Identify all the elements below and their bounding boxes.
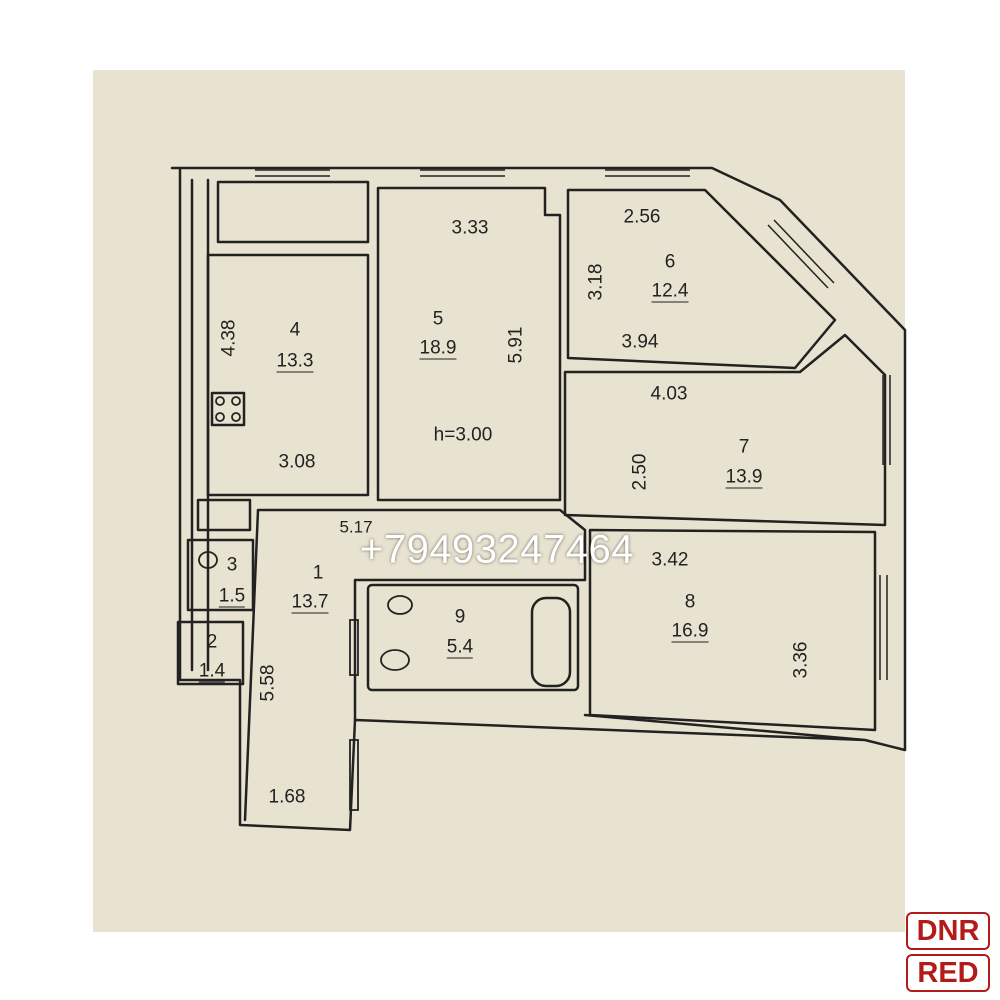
window: [605, 169, 690, 177]
dimension-label: 4.03: [650, 383, 688, 405]
dimension-label: 5.91: [505, 326, 527, 364]
window: [879, 575, 888, 680]
logo-line-2: RED: [906, 954, 990, 992]
dnr-red-logo: DNR RED: [906, 912, 990, 992]
room-6-number: 6: [664, 251, 676, 273]
room-8-outline: [588, 528, 877, 732]
ceiling-height-label: h=3.00: [433, 424, 493, 446]
stove-icon: [210, 391, 246, 427]
room-3-area: 1.5: [218, 585, 246, 608]
stove-burner-icon: [215, 396, 225, 406]
room-7-outline: [563, 333, 887, 527]
balcony-outline: [216, 180, 370, 244]
room-9-area: 5.4: [446, 636, 474, 659]
bathtub-icon: [530, 596, 572, 688]
room-8-area: 16.9: [671, 620, 709, 643]
window: [767, 219, 835, 289]
inner-wall-line: [190, 178, 210, 672]
room-4-area: 13.3: [276, 350, 314, 373]
room-3-outline: [186, 538, 255, 612]
room-7-number: 7: [738, 436, 750, 458]
room-9-number: 9: [454, 606, 466, 628]
dimension-label: 3.36: [790, 641, 812, 679]
logo-line-1: DNR: [906, 912, 990, 950]
toilet-icon: [198, 551, 218, 569]
room-2-area: 1.4: [198, 660, 226, 683]
room-4-outline: [206, 253, 370, 497]
dimension-label: 3.18: [585, 263, 607, 301]
stove-burner-icon: [231, 396, 241, 406]
radiator-icon: [349, 619, 359, 676]
dimension-label: 2.56: [623, 206, 661, 228]
room-1-outline: [243, 508, 587, 822]
room-6-outline: [566, 188, 837, 370]
window: [882, 375, 891, 465]
room-5-outline: [376, 186, 562, 502]
radiator-icon: [349, 739, 359, 811]
room-8-number: 8: [684, 591, 696, 613]
window: [255, 169, 330, 177]
room-5-number: 5: [432, 308, 444, 330]
stove-burner-icon: [231, 412, 241, 422]
room-6-area: 12.4: [651, 280, 689, 303]
room-1-area: 13.7: [291, 591, 329, 614]
room-2-number: 2: [206, 631, 218, 653]
window: [420, 169, 505, 177]
room-2-outline: [176, 620, 245, 686]
room-3-number: 3: [226, 554, 238, 576]
room-4-number: 4: [289, 319, 301, 341]
dimension-label: 3.08: [278, 451, 316, 473]
outer-wall: [170, 166, 907, 832]
dimension-label: 2.50: [629, 453, 651, 491]
cabinet-icon: [196, 498, 252, 532]
dimension-label: 5.58: [257, 664, 279, 702]
stove-burner-icon: [215, 412, 225, 422]
room-9-outline: [366, 583, 580, 692]
dimension-label: 4.38: [218, 319, 240, 357]
phone-watermark: +79493247464: [359, 527, 635, 572]
dimension-label: 3.33: [451, 217, 489, 239]
dimension-label: 5.17: [339, 517, 373, 537]
toilet-icon: [387, 595, 413, 615]
dimension-label: 3.42: [651, 549, 689, 571]
room-1-number: 1: [312, 562, 324, 584]
dimension-label: 1.68: [268, 786, 306, 808]
room-7-area: 13.9: [725, 466, 763, 489]
room-5-area: 18.9: [419, 337, 457, 360]
sink-icon: [380, 649, 410, 671]
dimension-label: 3.94: [621, 331, 659, 353]
